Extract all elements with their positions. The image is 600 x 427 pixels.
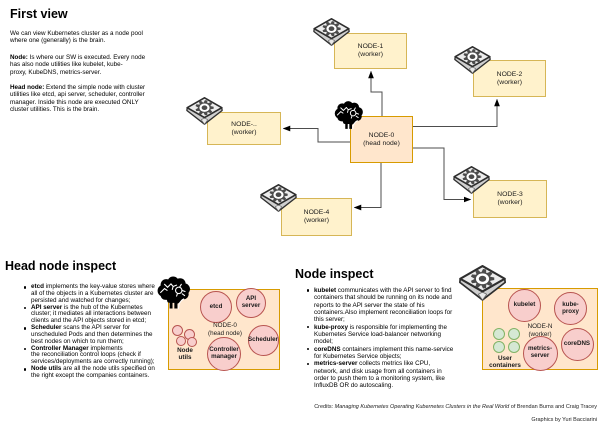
bullet-kubelet: kubelet communicates with the API server… — [305, 287, 480, 324]
node-utils-dot-4 — [187, 337, 197, 347]
node-3-key-icon — [453, 166, 490, 194]
etcd-circle: etcd — [200, 291, 232, 323]
connector-head-to-node-1 — [368, 70, 383, 116]
graphics-credit: Graphics by Yuri Bacciarini — [531, 417, 597, 423]
connector-head-to-node-4 — [353, 163, 382, 211]
kubelet-circle: kubelet — [508, 289, 541, 322]
bullet-controller-manager-term: Controller Manager — [31, 344, 89, 352]
first-view-paragraph-2: Node: Is where our SW is executed. Every… — [10, 54, 180, 76]
first-view-paragraph-1: We can view Kubernetes cluster as a node… — [10, 30, 143, 45]
coredns-circle: coreDNS — [560, 327, 594, 361]
node-n-name: NODE-.. — [231, 120, 257, 128]
node-0-role: (head node) — [363, 139, 400, 147]
bullet-api-server-text: is the hub of the Kubernetes cluster; it… — [31, 303, 152, 325]
bullet-api-server: API server is the hub of the Kubernetes … — [22, 303, 182, 326]
node-1-key-icon — [313, 18, 350, 46]
node-4-box: NODE-4 (worker) — [281, 198, 352, 236]
node-1-role: (worker) — [358, 51, 383, 58]
node-2-key-icon — [454, 46, 491, 74]
kube-proxy-circle: kube- proxy — [554, 292, 587, 325]
bullet-kubelet-text: communicates with the API server to find… — [314, 287, 453, 324]
node-inspect-heading: Node inspect — [295, 267, 374, 281]
bullet-kubelet-term: kubelet — [314, 287, 337, 294]
node-n-key-icon — [186, 97, 223, 125]
credits-authors: of Brendan Burns and Craig Tracey — [509, 404, 597, 410]
credits-prefix: Credits: — [314, 404, 335, 410]
worker-panel-node-role: (worker) — [528, 330, 552, 338]
node-definition: Is where our SW is executed. Every node … — [10, 54, 146, 76]
bullet-etcd: etcd implements the key-value stores whe… — [22, 283, 182, 305]
bullet-node-utils-text: are all the node utils specified on the … — [31, 365, 155, 379]
node-utils-dot-3 — [176, 336, 186, 346]
node-3-box: NODE-3 (worker) — [473, 180, 547, 218]
node-1-name: NODE-1 — [357, 43, 384, 50]
bullet-etcd-text: implements the key-value stores where al… — [31, 283, 155, 304]
user-container-dot-4 — [508, 340, 520, 353]
connector-head-to-node-3 — [413, 147, 472, 203]
user-containers-label: User containers — [489, 354, 521, 369]
metrics-server-circle: metrics- server — [522, 335, 558, 371]
bullet-scheduler: Scheduler scans the API server for unsch… — [22, 324, 182, 346]
node-0-box: NODE-0 (head node) — [350, 116, 413, 163]
node-2-role: (worker) — [497, 78, 522, 86]
worker-panel-node-name: NODE-N — [527, 322, 553, 330]
api-server-circle: API server — [236, 288, 266, 318]
bullet-coredns: coreDNS containers implement this name-s… — [305, 346, 480, 361]
head-inspect-heading: Head node inspect — [5, 259, 117, 273]
credits-book-title: Managing Kubernetes Operating Kubernetes… — [334, 404, 510, 410]
user-container-dot-3 — [493, 340, 505, 353]
bullet-controller-manager-text: implements the reconciliation control lo… — [31, 344, 155, 366]
connector-head-to-node-n — [282, 125, 350, 143]
first-view-paragraph-3: Head node: Extend the simple node with c… — [10, 84, 180, 113]
bullet-controller-manager: Controller Manager implements the reconc… — [22, 344, 182, 367]
node-1-box: NODE-1 (worker) — [334, 33, 407, 69]
node-4-name: NODE-4 — [303, 209, 330, 216]
head-inspect-brain-icon — [157, 275, 191, 310]
user-container-dot-1 — [493, 327, 505, 340]
connector-head-to-node-2 — [413, 98, 500, 127]
node-2-name: NODE-2 — [496, 70, 523, 78]
node-inspect-bullets: kubelet communicates with the API server… — [305, 287, 480, 390]
bullet-etcd-term: etcd — [31, 283, 44, 290]
bullet-scheduler-term: Scheduler — [31, 324, 62, 332]
bullet-metrics-server: metrics-server collects metrics like CPU… — [305, 360, 480, 389]
controller-manager-circle: Controller manager — [207, 337, 241, 371]
node-inspect-key-icon — [459, 265, 506, 301]
bullet-node-utils: Node utils are all the node utils specif… — [22, 365, 182, 380]
bullet-node-utils-term: Node utils — [31, 365, 62, 373]
node-4-role: (worker) — [304, 217, 329, 224]
node-0-name: NODE-0 — [368, 131, 395, 139]
bullet-scheduler-text: scans the API server for unscheduled Pod… — [31, 324, 153, 345]
node-3-role: (worker) — [497, 199, 523, 206]
node-n-role: (worker) — [231, 128, 257, 136]
bullet-kube-proxy-text: is responsible for implementing the Kube… — [314, 323, 448, 346]
scheduler-circle: Scheduler — [247, 324, 279, 356]
credits-line: Credits: Managing Kubernetes Operating K… — [314, 404, 597, 410]
bullet-coredns-term: coreDNS — [314, 345, 341, 353]
bullet-kube-proxy: kube-proxy is responsible for implementi… — [305, 324, 480, 346]
node-3-name: NODE-3 — [497, 191, 523, 198]
head-inspect-bullets: etcd implements the key-value stores whe… — [22, 283, 182, 380]
cluster-connectors — [282, 70, 500, 211]
head-node-definition: Extend the simple node with cluster util… — [10, 84, 146, 113]
bullet-metrics-server-term: metrics-server — [314, 360, 358, 368]
node-n-box: NODE-.. (worker) — [207, 112, 281, 145]
bullet-metrics-server-text: collects metrics like CPU, network, and … — [314, 360, 445, 390]
node-utils-dot-1 — [171, 324, 183, 336]
user-container-dot-2 — [508, 327, 520, 340]
head-panel-node-name: NODE-0 — [213, 321, 237, 329]
first-view-heading: First view — [10, 7, 68, 21]
bullet-api-server-term: API server — [31, 303, 63, 311]
head-node-brain-icon — [334, 100, 364, 130]
node-term: Node: — [10, 54, 28, 61]
node-2-box: NODE-2 (worker) — [473, 60, 546, 97]
bullet-kube-proxy-term: kube-proxy — [314, 323, 348, 331]
node-4-key-icon — [260, 184, 297, 212]
node-utils-label: Node utils — [177, 346, 193, 361]
head-node-term: Head node: — [10, 84, 45, 91]
head-panel-node-role: (head node) — [208, 329, 242, 337]
bullet-coredns-text: containers implement this name-service f… — [314, 345, 454, 361]
